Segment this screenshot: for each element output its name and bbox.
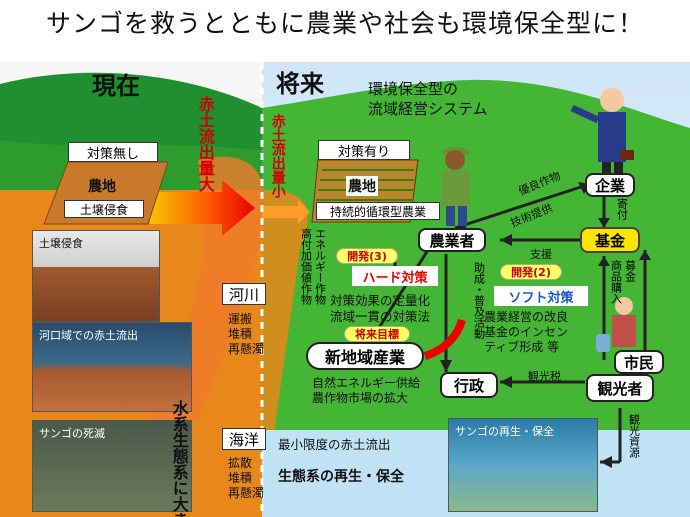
- with-measures-label: 対策有り: [318, 140, 410, 160]
- hard-desc-1: 対策効果の定量化: [330, 293, 431, 308]
- current-header: 現在: [92, 72, 140, 100]
- ecosystem-damage: 水系生態系に大きな被害: [169, 400, 189, 517]
- fund-raising-label: 募金: [623, 260, 637, 282]
- sustainable-agriculture: 持続的循環型農業: [316, 202, 440, 220]
- dev3-badge: 開発(3): [336, 248, 398, 264]
- node-citizens: 市民: [614, 350, 664, 374]
- soft-measures-label: ソフト対策: [494, 286, 588, 306]
- node-farmers: 農業者: [418, 228, 486, 252]
- soft-desc-2: 基金のインセン: [484, 325, 569, 339]
- hard-desc-2: 流域一貫の対策法: [330, 309, 431, 324]
- photo-coral-death-caption: サンゴの死滅: [39, 427, 105, 440]
- soft-desc-1: 農業経営の改良: [484, 310, 569, 324]
- goal-badge: 将来目標: [344, 326, 410, 342]
- red-soil-outflow-large: 赤土流出量大: [195, 96, 215, 192]
- tourism-tax-label: 観光税: [528, 370, 561, 383]
- photo-coral-restore: サンゴの再生・保全: [448, 418, 598, 512]
- advice-activities: 助成・普及活動: [472, 262, 486, 339]
- photo-erosion-caption: 土壌侵食: [39, 237, 83, 250]
- page-title: サンゴを救うとともに農業や社会も環境保全型に！: [45, 9, 644, 38]
- dev2-badge: 開発(2): [500, 264, 562, 280]
- node-government: 行政: [440, 372, 498, 398]
- future-subtitle-2: 流域経営システム: [368, 100, 488, 118]
- ocean-item-1: 拡散: [228, 456, 253, 470]
- high-value-crops: 高付加価値作物: [299, 228, 313, 305]
- future-header: 将来: [276, 70, 324, 98]
- node-tourists: 観光者: [586, 374, 654, 402]
- support-label: 支援: [530, 248, 552, 261]
- eco-restore-label: 生態系の再生・保全: [278, 469, 404, 485]
- red-soil-outflow-small: 赤土流出量小: [269, 114, 286, 198]
- photo-estuary-caption: 河口域での赤土流出: [39, 329, 138, 342]
- river-label: 河川: [222, 283, 266, 305]
- ocean-label: 海洋: [222, 428, 266, 450]
- right-farm-label: 農地: [346, 176, 378, 196]
- node-fund: 基金: [580, 227, 640, 253]
- hard-measures-label: ハード対策: [352, 266, 438, 286]
- ocean-item-3: 再懸濁: [228, 486, 265, 500]
- new-industry-desc-2: 農作物市場の拡大: [312, 391, 409, 405]
- ocean-item-2: 堆積: [228, 471, 253, 485]
- node-company: 企業: [585, 173, 635, 197]
- no-measures-label: 対策無し: [68, 142, 158, 162]
- min-outflow-label: 最小限度の赤土流出: [278, 437, 391, 452]
- goods-purchase-label: 商品購入: [609, 260, 623, 304]
- river-item-1: 運搬: [228, 312, 253, 326]
- photo-coral-restore-caption: サンゴの再生・保全: [455, 425, 554, 438]
- soft-desc-3: ティブ形成 等: [484, 340, 560, 354]
- left-farm-label: 農地: [88, 179, 116, 195]
- energy-crops: エネルギー作物: [313, 228, 327, 305]
- node-new-industry: 新地域産業: [306, 342, 424, 370]
- left-erosion-label: 土壌侵食: [64, 200, 144, 218]
- tourism-resource-label: 観光資源: [627, 414, 641, 458]
- new-industry-desc-1: 自然エネルギー供給: [312, 376, 421, 390]
- photo-coral-death: サンゴの死滅: [32, 420, 192, 512]
- river-item-3: 再懸濁: [228, 342, 265, 356]
- donation-label: 寄付: [615, 198, 629, 220]
- photo-estuary: 河口域での赤土流出: [32, 322, 192, 412]
- river-item-2: 堆積: [228, 327, 253, 341]
- photo-erosion: 土壌侵食: [32, 230, 160, 322]
- future-subtitle-1: 環境保全型の: [368, 80, 459, 98]
